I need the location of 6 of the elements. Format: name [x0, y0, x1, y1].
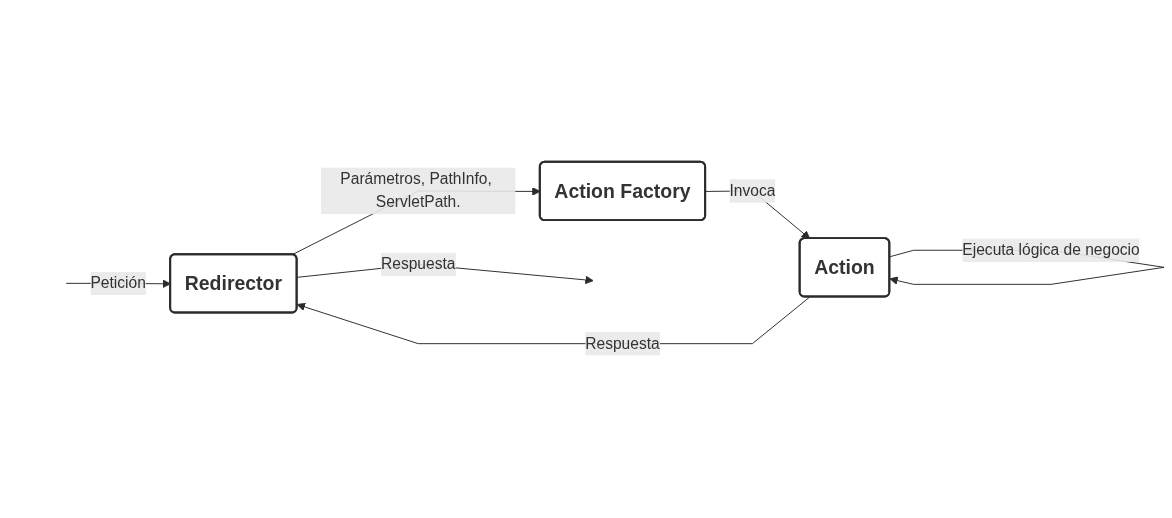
edge-label: Parámetros, PathInfo, ServletPath.	[340, 170, 492, 211]
edge-label: Invoca	[729, 182, 776, 200]
edge-label: Respuesta	[381, 256, 456, 273]
edge-label: Ejecuta lógica de negocio	[962, 241, 1140, 259]
edge-label: Petición	[90, 275, 146, 292]
edge-label: Respuesta	[585, 335, 660, 352]
